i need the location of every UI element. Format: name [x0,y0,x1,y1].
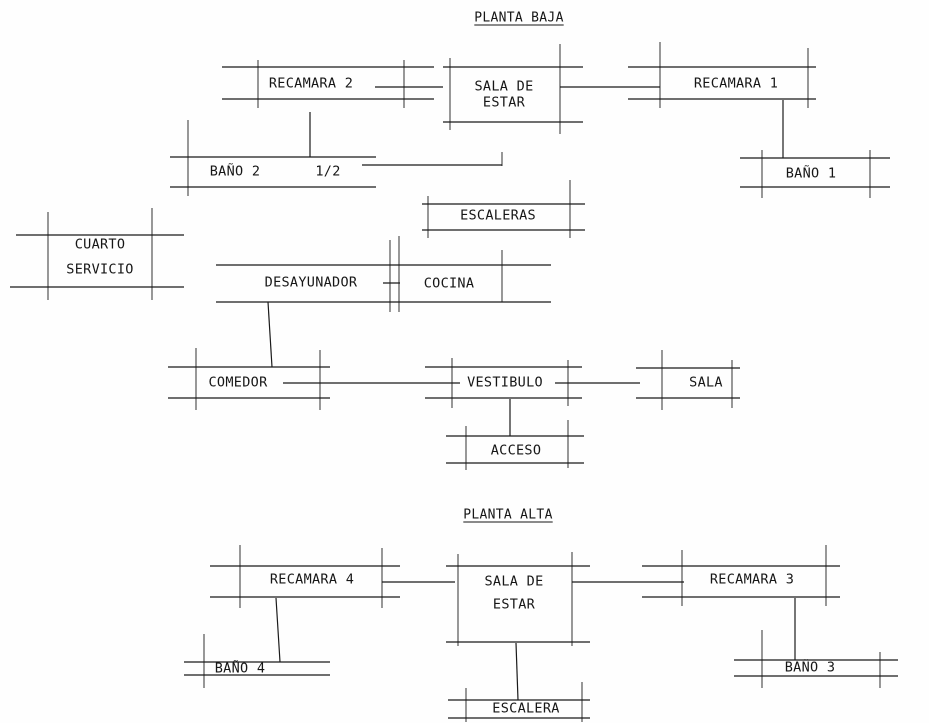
room-recamara-1: RECAMARA 1 [693,75,779,92]
room-cuarto-servicio-line1: CUARTO [74,236,126,253]
heading-planta-baja: PLANTA BAJA [474,10,564,26]
room-bano-1: BAÑO 1 [785,165,837,182]
room-cocina: COCINA [423,275,475,292]
room-sala-de-estar-line2: ESTAR [482,94,526,111]
room-recamara-2: RECAMARA 2 [268,75,354,92]
room-vestibulo: VESTIBULO [467,374,543,391]
room-desayunador: DESAYUNADOR [264,274,358,291]
room-comedor: COMEDOR [208,374,268,391]
room-bano-3: BAÑO 3 [784,659,836,676]
room-recamara-4: RECAMARA 4 [269,571,355,588]
room-escalera: ESCALERA [492,700,560,717]
heading-planta-alta: PLANTA ALTA [463,507,553,523]
room-escaleras: ESCALERAS [460,207,536,224]
room-cuarto-servicio-line2: SERVICIO [66,261,134,278]
room-half-bath: 1/2 [315,163,341,180]
room-acceso: ACCESO [490,442,542,459]
room-sala-de-estar-upper-line2: ESTAR [492,596,536,613]
room-sala-de-estar-line1: SALA DE [474,78,534,95]
room-sala-de-estar-upper-line1: SALA DE [484,573,544,590]
room-bano-4: BAÑO 4 [214,660,266,677]
room-bano-2: BAÑO 2 [209,163,261,180]
room-recamara-3: RECAMARA 3 [709,571,795,588]
room-sala: SALA [689,374,723,391]
